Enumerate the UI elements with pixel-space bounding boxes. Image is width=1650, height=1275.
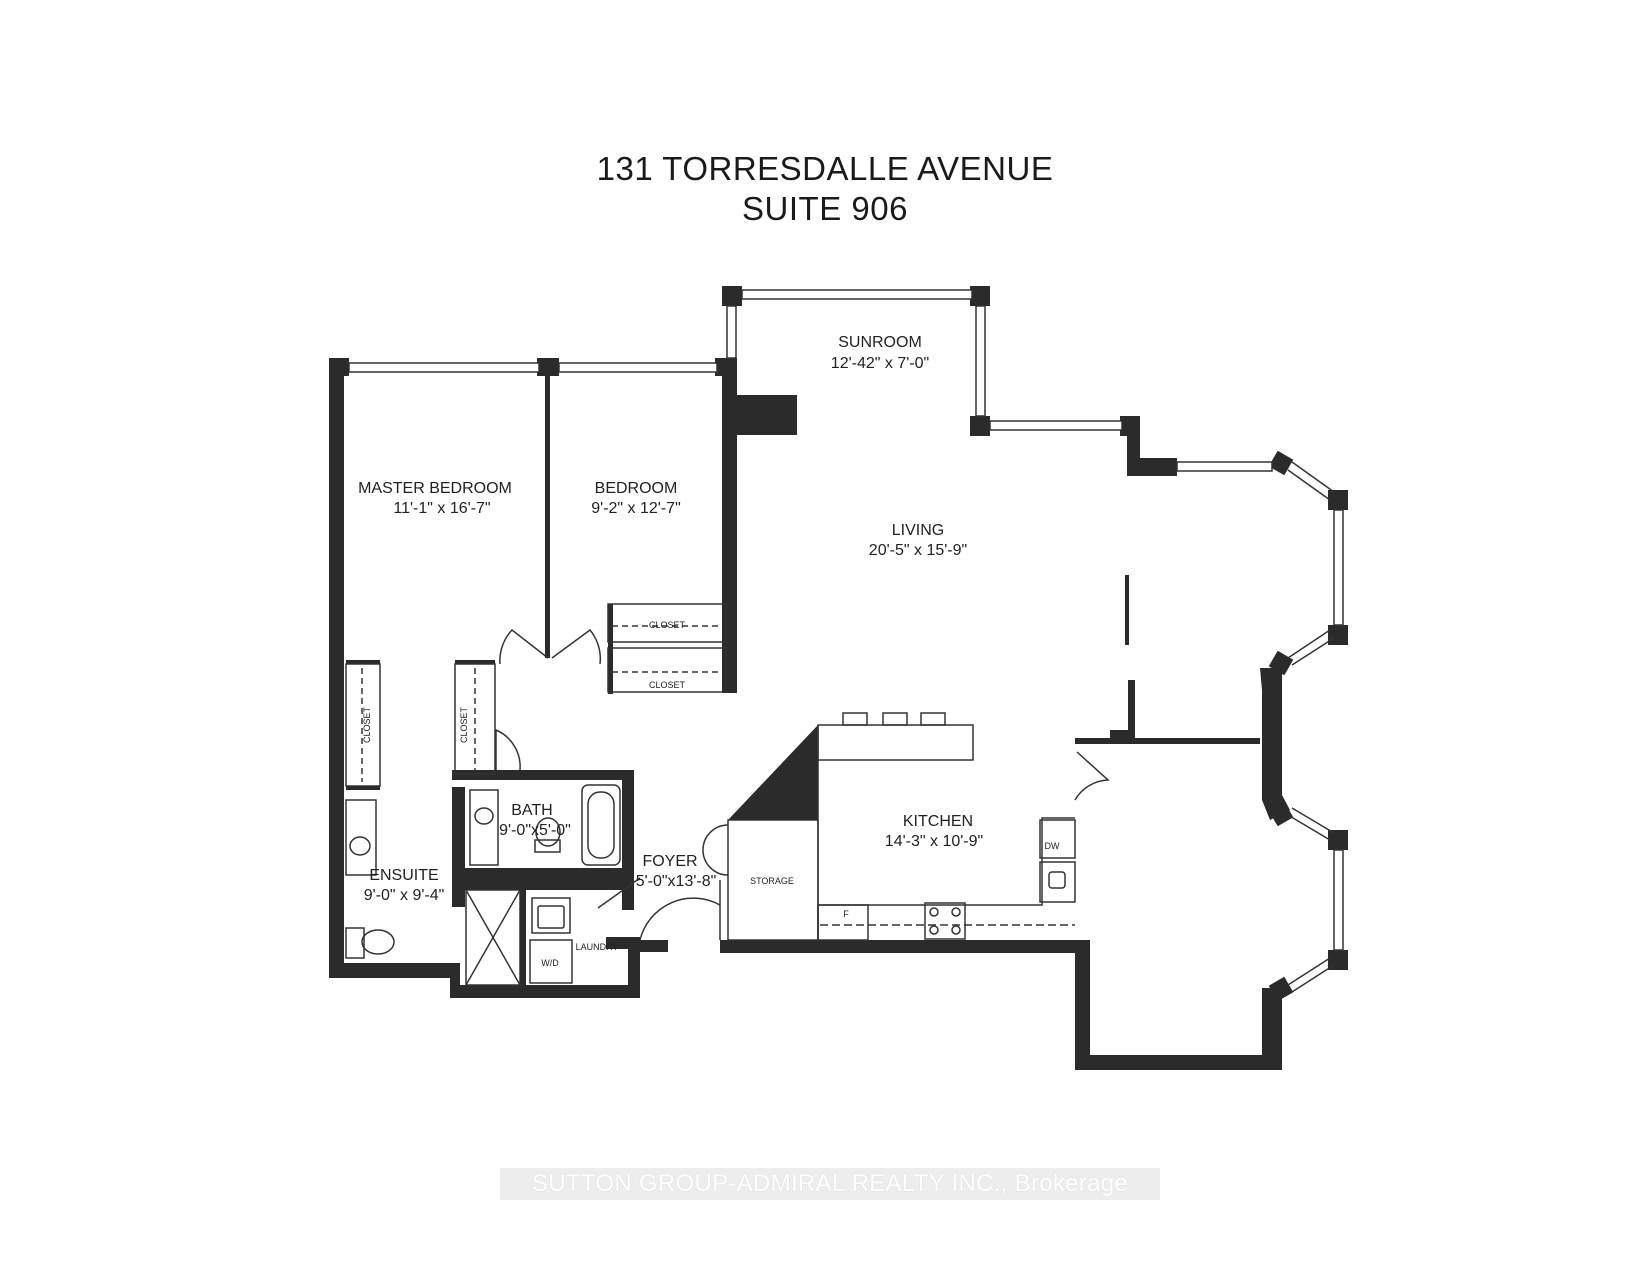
kitchen-label: KITCHEN (903, 813, 973, 830)
dishwasher-label: DW (1045, 841, 1060, 851)
closet-label-1: CLOSET (649, 620, 686, 630)
foyer-dims: 5'-0"x13'-8" (636, 873, 717, 890)
living-dims: 20'-5" x 15'-9" (869, 542, 967, 559)
suite-title: SUITE 906 (742, 190, 908, 227)
laundry-label: LAUNDRY (576, 942, 619, 952)
fridge-label: F (843, 909, 849, 919)
living-label: LIVING (892, 522, 944, 539)
bedroom-dims: 9'-2" x 12'-7" (591, 500, 681, 517)
foyer-label: FOYER (642, 853, 697, 870)
kitchen-dims: 14'-3" x 10'-9" (885, 833, 983, 850)
sunroom-dims: 12'-42" x 7'-0" (831, 355, 929, 372)
interior-lines (345, 603, 1110, 986)
sunroom-label: SUNROOM (838, 334, 922, 351)
room-labels: SUNROOM 12'-42" x 7'-0" MASTER BEDROOM 1… (358, 334, 983, 904)
ensuite-label: ENSUITE (369, 867, 438, 884)
address-title: 131 TORRESDALLE AVENUE (596, 150, 1054, 187)
bath-dims: 9'-0"x5'-0" (499, 822, 571, 839)
washer-dryer-label: W/D (541, 958, 559, 968)
ensuite-dims: 9'-0" x 9'-4" (364, 887, 445, 904)
master-bedroom-dims: 11'-1" x 16'-7" (393, 500, 490, 517)
bath-label: BATH (511, 802, 552, 819)
master-bedroom-label: MASTER BEDROOM (358, 480, 512, 497)
windows (348, 289, 1344, 993)
closet-label-2: CLOSET (649, 680, 686, 690)
fixture-labels: CLOSET CLOSET CLOSET CLOSET STORAGE LAUN… (362, 620, 1060, 968)
bedroom-label: BEDROOM (595, 480, 678, 497)
storage-label: STORAGE (750, 876, 794, 886)
closet-label-master: CLOSET (362, 706, 372, 743)
closet-label-hall: CLOSET (459, 706, 469, 743)
walls (329, 286, 1348, 1070)
brokerage-watermark: SUTTON GROUP-ADMIRAL REALTY INC., Broker… (500, 1168, 1160, 1200)
